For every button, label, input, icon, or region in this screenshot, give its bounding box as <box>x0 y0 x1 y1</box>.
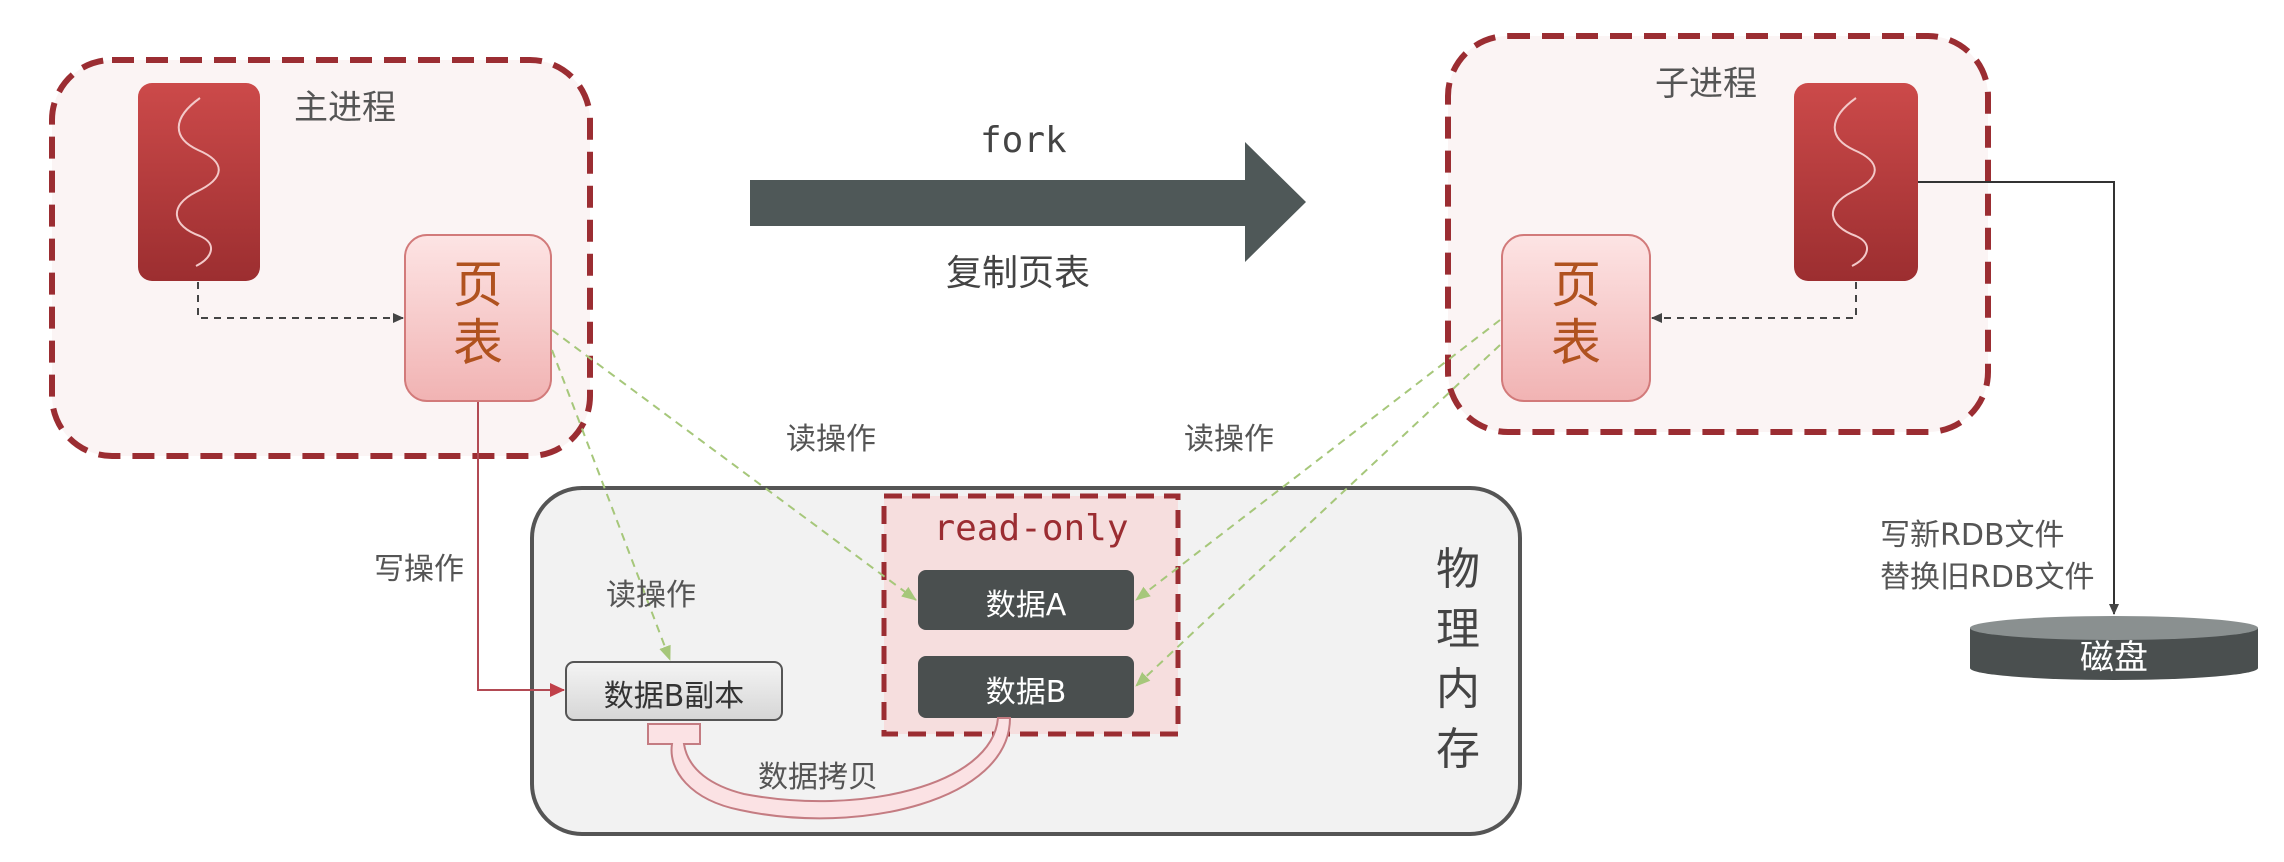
child-page-table-label: 页 表 <box>1502 256 1650 372</box>
child-thread-icon <box>1794 83 1918 281</box>
data-a-label: 数据A <box>985 588 1067 623</box>
memory-char-4: 存 <box>1436 724 1480 775</box>
memory-char-1: 物 <box>1436 544 1480 595</box>
child-process-title: 子进程 <box>1655 64 1757 104</box>
data-a-block <box>918 570 1134 630</box>
child-thread-to-pagetable <box>1651 282 1857 323</box>
data-b-copy-block <box>565 661 783 721</box>
read-line-child-to-a <box>1135 319 1501 601</box>
write-rdb-note-2: 替换旧RDB文件 <box>1880 560 2095 595</box>
disk-label: 磁盘 <box>2080 638 2148 678</box>
main-page-table-label: 页 表 <box>405 256 551 372</box>
disk-icon <box>1970 616 2258 680</box>
memory-char-2: 理 <box>1436 604 1480 655</box>
write-rdb-note-1: 写新RDB文件 <box>1880 518 2065 553</box>
physical-memory-title: 物 理 内 存 <box>1428 540 1488 780</box>
fork-arrow <box>750 142 1306 262</box>
write-op-label: 写操作 <box>374 552 464 587</box>
memory-char-3: 内 <box>1436 664 1480 715</box>
read-op-label-child: 读操作 <box>1184 422 1274 457</box>
data-copy-label: 数据拷贝 <box>758 760 878 795</box>
main-thread-icon <box>138 83 260 281</box>
write-op-line <box>477 402 565 697</box>
child-to-disk-line <box>1918 181 2119 615</box>
data-b-copy-label: 数据B副本 <box>603 679 745 714</box>
read-line-main-to-a <box>551 329 917 601</box>
child-page-table-char-2: 表 <box>1551 314 1601 372</box>
read-op-label-main: 读操作 <box>786 422 876 457</box>
main-page-table-char-1: 页 <box>453 256 503 314</box>
data-b-label: 数据B <box>985 675 1067 710</box>
readonly-label: read-only <box>933 508 1129 549</box>
main-page-table <box>404 234 552 402</box>
copy-page-table-label: 复制页表 <box>946 253 1091 294</box>
data-copy-arrow <box>647 717 1012 820</box>
main-thread-to-pagetable <box>197 282 404 323</box>
child-page-table <box>1501 234 1651 402</box>
data-b-block <box>918 656 1134 718</box>
main-page-table-char-2: 表 <box>453 314 503 372</box>
child-page-table-char-1: 页 <box>1551 256 1601 314</box>
fork-label: fork <box>980 120 1067 161</box>
read-op-label-copy: 读操作 <box>606 578 696 613</box>
main-process-title: 主进程 <box>294 88 396 128</box>
